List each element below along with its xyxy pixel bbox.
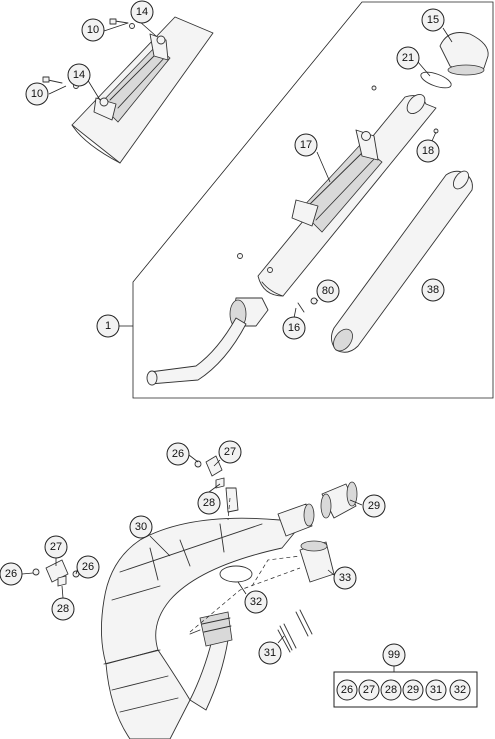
callout-label: 32 xyxy=(250,596,262,608)
callout-label: 26 xyxy=(172,448,184,460)
kit-item-28: 28 xyxy=(380,679,402,701)
callout-label: 27 xyxy=(50,541,62,553)
kit-item-31: 31 xyxy=(425,679,447,701)
kit-item-label: 28 xyxy=(385,684,397,696)
kit-item-32: 32 xyxy=(449,679,471,701)
kit-item-label: 29 xyxy=(407,684,419,696)
kit-item-26: 26 xyxy=(336,679,358,701)
callout-29: 29 xyxy=(362,494,386,518)
callout-28-top: 28 xyxy=(197,491,221,515)
kit-item-29: 29 xyxy=(402,679,424,701)
callout-label: 16 xyxy=(288,322,300,334)
callout-33: 33 xyxy=(333,566,357,590)
callout-label: 28 xyxy=(203,497,215,509)
callout-label: 99 xyxy=(388,649,400,661)
callout-38: 38 xyxy=(421,278,445,302)
callout-32: 32 xyxy=(244,590,268,614)
callout-label: 29 xyxy=(368,500,380,512)
callout-label: 27 xyxy=(224,446,236,458)
callout-17: 17 xyxy=(294,133,318,157)
kit-item-label: 31 xyxy=(430,684,442,696)
callout-10-top: 10 xyxy=(81,18,105,42)
callout-99: 99 xyxy=(382,643,406,667)
callout-label: 26 xyxy=(82,561,94,573)
callout-16: 16 xyxy=(282,316,306,340)
callout-label: 10 xyxy=(87,24,99,36)
manifold-illustration xyxy=(32,455,358,739)
callout-label: 21 xyxy=(402,52,414,64)
callout-label: 38 xyxy=(427,284,439,296)
callout-label: 28 xyxy=(57,603,69,615)
callout-26-right: 26 xyxy=(76,555,100,579)
callout-label: 17 xyxy=(300,139,312,151)
callout-30: 30 xyxy=(129,515,153,539)
callout-label: 80 xyxy=(322,285,334,297)
callout-label: 10 xyxy=(31,88,43,100)
kit-item-label: 26 xyxy=(341,684,353,696)
callout-31: 31 xyxy=(258,641,282,665)
kit-item-label: 27 xyxy=(363,684,375,696)
callout-21: 21 xyxy=(396,46,420,70)
callout-14-mid: 14 xyxy=(67,63,91,87)
callout-label: 15 xyxy=(427,14,439,26)
callout-label: 18 xyxy=(422,145,434,157)
callout-label: 31 xyxy=(264,647,276,659)
kit-item-label: 32 xyxy=(454,684,466,696)
callout-10-mid: 10 xyxy=(25,82,49,106)
silencer-group-frame xyxy=(132,1,494,399)
callout-80: 80 xyxy=(316,279,340,303)
callout-label: 14 xyxy=(136,6,148,18)
callout-label: 1 xyxy=(105,320,111,332)
callout-28-left: 28 xyxy=(51,597,75,621)
callout-1: 1 xyxy=(96,314,120,338)
callout-27-top: 27 xyxy=(218,440,242,464)
callout-label: 30 xyxy=(135,521,147,533)
callout-18: 18 xyxy=(416,139,440,163)
leader-lines xyxy=(21,13,453,672)
silencer-illustration xyxy=(146,32,489,386)
callout-26-top: 26 xyxy=(166,442,190,466)
callout-15: 15 xyxy=(421,8,445,32)
callout-26-left: 26 xyxy=(0,562,23,586)
callout-14-top: 14 xyxy=(130,0,154,24)
callout-27-left: 27 xyxy=(44,535,68,559)
clamp-detail-illustration xyxy=(42,16,214,164)
kit-item-27: 27 xyxy=(358,679,380,701)
callout-label: 26 xyxy=(5,568,17,580)
callout-label: 33 xyxy=(339,572,351,584)
callout-label: 14 xyxy=(73,69,85,81)
